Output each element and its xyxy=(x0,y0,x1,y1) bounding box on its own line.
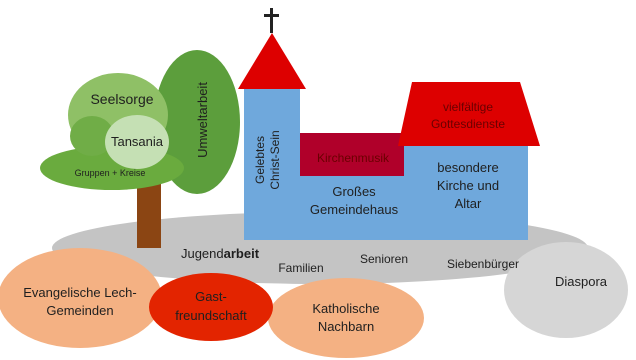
seelsorge-label: Seelsorge xyxy=(90,91,153,107)
cross-icon xyxy=(270,8,273,33)
tansania-label: Tansania xyxy=(111,134,164,149)
small-left-leaf xyxy=(70,116,114,156)
kirchenmusik-label: Kirchenmusik xyxy=(317,151,390,165)
kath-bubble xyxy=(268,278,424,358)
gast-line2: freundschaft xyxy=(175,308,247,323)
lech-line2: Gemeinden xyxy=(46,303,113,318)
tower-label-line1: Gelebtes xyxy=(253,136,267,184)
gemeindehaus-line1: Großes xyxy=(332,184,376,199)
jugendarbeit-label: Jugendarbeit xyxy=(181,246,260,261)
lech-line1: Evangelische Lech- xyxy=(23,285,136,300)
lech-bubble xyxy=(0,248,162,348)
gemeindehaus-line2: Gemeindehaus xyxy=(310,202,399,217)
kath-line1: Katholische xyxy=(312,301,379,316)
diaspora-bubble xyxy=(504,242,628,338)
gast-bubble xyxy=(149,273,273,341)
umweltarbeit-label: Umweltarbeit xyxy=(195,82,210,158)
arbeit-text: arbeit xyxy=(224,246,260,261)
kirchenmusik-band xyxy=(300,133,406,176)
kath-line2: Nachbarn xyxy=(318,319,374,334)
tower-label-line2: Christ-Sein xyxy=(268,130,282,189)
altar-line2: Kirche und xyxy=(437,178,499,193)
gast-line1: Gast- xyxy=(195,289,227,304)
gottesdienste-line2: Gottesdienste xyxy=(431,117,505,131)
gruppen-kreise-label: Gruppen + Kreise xyxy=(75,168,146,178)
siebenbuerger-label: Siebenbürger xyxy=(447,257,519,271)
senioren-label: Senioren xyxy=(360,252,408,266)
tower-roof xyxy=(238,33,306,89)
altar-line3: Altar xyxy=(455,196,482,211)
jugend-text: Jugend xyxy=(181,246,224,261)
church-nave xyxy=(404,133,528,240)
altar-line1: besondere xyxy=(437,160,498,175)
diaspora-label: Diaspora xyxy=(555,274,608,289)
cross-bar xyxy=(264,14,279,17)
tree-trunk xyxy=(137,180,161,248)
tansania-leaf xyxy=(105,115,169,169)
church-tower xyxy=(244,88,300,240)
gottesdienste-line1: vielfältige xyxy=(443,100,493,114)
familien-label: Familien xyxy=(278,261,323,275)
nave-roof xyxy=(398,82,540,146)
